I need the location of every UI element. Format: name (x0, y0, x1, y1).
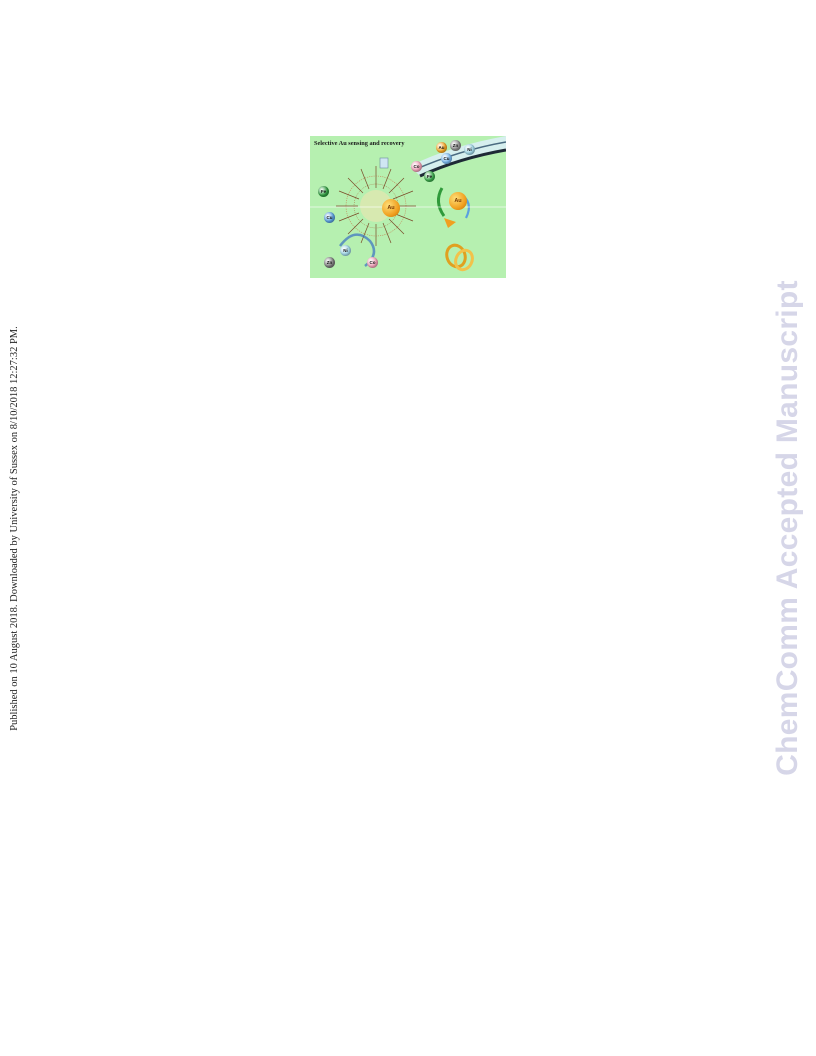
ion-fe-top: Fe (424, 171, 435, 182)
recovered-au-particle: Au (449, 192, 467, 210)
recovered-au-label: Au (454, 198, 462, 204)
nanoparticle-shell (336, 166, 416, 246)
watermark-text: ChemComm Accepted Manuscript (771, 280, 804, 776)
ion-label: Fe (426, 174, 433, 179)
central-au-particle: Au (382, 199, 400, 217)
ion-ni-left: Ni (340, 245, 351, 256)
gold-rings-icon (445, 243, 474, 272)
ion-label: Zn (452, 143, 459, 148)
publication-note: Published on 10 August 2018. Downloaded … (2, 0, 26, 1056)
ion-label: Ni (343, 248, 348, 253)
ion-label: Zn (326, 260, 333, 265)
publication-note-text: Published on 10 August 2018. Downloaded … (8, 325, 20, 731)
ion-au-top: Au (436, 142, 447, 153)
ion-label: Cu (443, 156, 450, 161)
ion-label: Fe (320, 189, 327, 194)
ion-cu-left: Cu (324, 212, 335, 223)
ion-label: Co (413, 164, 420, 169)
central-au-label: Au (387, 205, 395, 211)
ion-zn-bottom: Zn (324, 257, 335, 268)
ion-label: Ni (467, 147, 472, 152)
accepted-manuscript-watermark: ChemComm Accepted Manuscript (766, 0, 810, 1056)
graphical-abstract-figure: Selective Au sensing and recovery Au Zn … (310, 136, 506, 278)
figure-title: Selective Au sensing and recovery (314, 140, 405, 147)
ion-label: Au (438, 145, 445, 150)
ion-zn-top: Zn (450, 140, 461, 151)
ion-fe-left: Fe (318, 186, 329, 197)
ion-co-top: Co (411, 161, 422, 172)
ion-co-bottom: Co (367, 257, 378, 268)
figure-artwork (310, 136, 506, 272)
ion-ni-top: Ni (464, 144, 475, 155)
ion-label: Cu (326, 215, 333, 220)
ion-cu-top: Cu (441, 153, 452, 164)
ion-label: Co (369, 260, 376, 265)
